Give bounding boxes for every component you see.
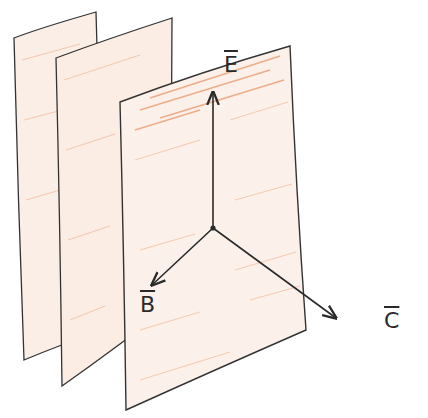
front-sheet	[120, 46, 306, 410]
c-vector	[213, 228, 336, 318]
b-vector	[152, 228, 213, 285]
vector-label: E	[224, 52, 238, 78]
e-vector	[212, 92, 214, 228]
vector-label: B	[140, 292, 155, 318]
origin-dot	[211, 226, 215, 230]
vector-label: C	[384, 308, 399, 334]
